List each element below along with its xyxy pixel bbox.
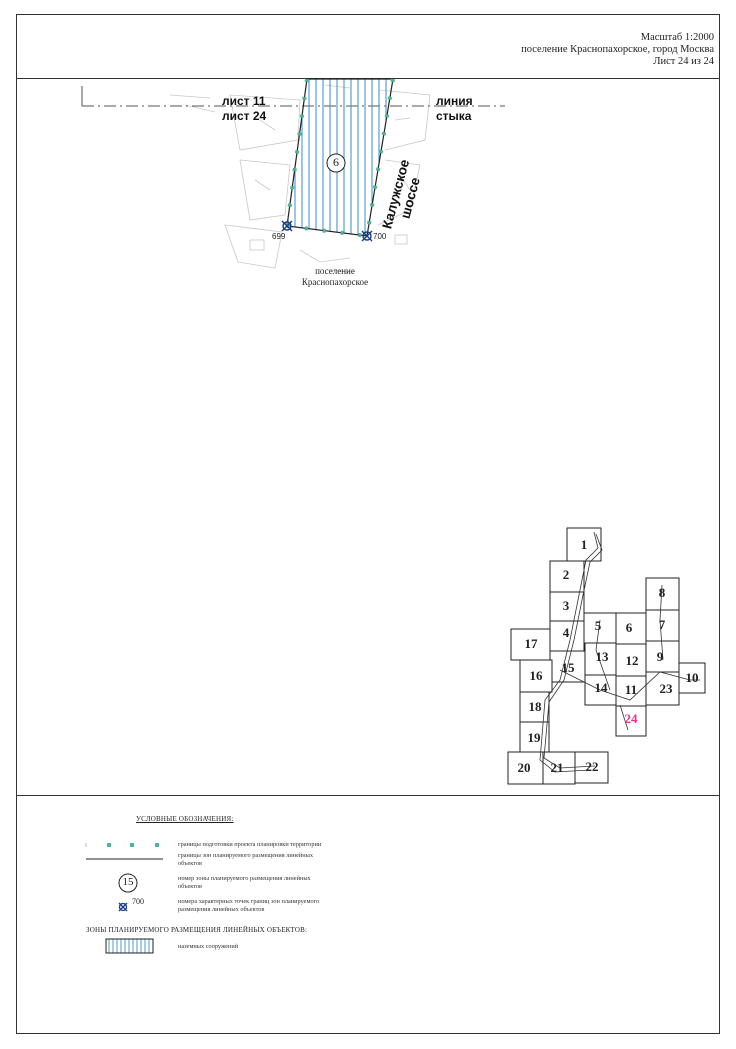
- index-sheet-20: 20: [517, 760, 531, 775]
- index-sheet-16: 16: [529, 668, 543, 683]
- sheet-header: Масштаб 1:2000 поселение Краснопахорское…: [521, 32, 714, 68]
- legend-point-marker: [118, 902, 128, 912]
- legend-item-points-2: размещения линейных объектов: [178, 905, 265, 913]
- index-sheet-9: 9: [656, 649, 664, 664]
- sheet-bottom-label: лист 24: [222, 109, 267, 123]
- index-map: [507, 527, 706, 785]
- legend-item-points: номера характерных точек границ зон план…: [178, 898, 319, 913]
- legend-zone-hatch-sample: [105, 938, 154, 954]
- legend-item-points-1: номера характерных точек границ зон план…: [178, 898, 320, 905]
- legend-item-zone-lines-2: объектов: [178, 859, 203, 867]
- legend-zone-number-sample: 15: [122, 876, 134, 888]
- index-sheet-5: 5: [594, 618, 602, 633]
- index-sheet-23: 23: [659, 681, 673, 696]
- base-map: [169, 84, 431, 273]
- index-sheet-4: 4: [562, 625, 570, 640]
- index-sheet-7: 7: [658, 617, 666, 632]
- location-text: поселение Краснопахорское, город Москва: [521, 44, 714, 55]
- legend-title: УСЛОВНЫЕ ОБОЗНАЧЕНИЯ:: [136, 815, 234, 823]
- sheet-number-text: Лист 24 из 24: [653, 56, 714, 67]
- index-sheet-12: 12: [625, 653, 639, 668]
- index-sheet-19: 19: [527, 730, 541, 745]
- zones-title: ЗОНЫ ПЛАНИРУЕМОГО РАЗМЕЩЕНИЯ ЛИНЕЙНЫХ ОБ…: [86, 926, 308, 934]
- legend-item-zone-number-1: номер зоны планируемого размещения линей…: [178, 875, 311, 882]
- legend-zone-number-circle: [118, 873, 138, 893]
- index-sheet-1: 1: [580, 537, 588, 552]
- index-sheet-24: 24: [624, 711, 638, 726]
- index-sheet-17: 17: [524, 636, 538, 651]
- sheet-top-label: лист 11: [222, 94, 266, 108]
- index-sheet-2: 2: [562, 567, 570, 582]
- legend-item-zone-lines: границы зон планируемого размещения лине…: [178, 852, 313, 867]
- index-sheet-22: 22: [585, 759, 599, 774]
- zone-number-label: 6: [333, 155, 339, 169]
- point-700-marker: [361, 230, 373, 242]
- index-sheet-11: 11: [624, 682, 638, 697]
- point-699-label: 699: [272, 232, 286, 241]
- index-sheet-13: 13: [595, 649, 609, 664]
- junction-label-1: линия: [436, 94, 473, 108]
- index-corridor-2: [543, 533, 603, 769]
- scale-text: Масштаб 1:2000: [640, 32, 714, 43]
- index-sheet-10: 10: [685, 670, 699, 685]
- sheet-frame: [16, 14, 720, 1034]
- project-boundary: [285, 78, 395, 238]
- legend-divider: [16, 795, 720, 796]
- legend-item-zone-lines-1: границы зон планируемого размещения лине…: [178, 852, 314, 859]
- legend-item-zone-number-2: объектов: [178, 882, 203, 890]
- index-sheet-21: 21: [550, 760, 564, 775]
- point-699-marker: [281, 220, 293, 232]
- legend-item-zone-number: номер зоны планируемого размещения линей…: [178, 875, 311, 890]
- legend-zone-ground: наземных сооружений: [178, 943, 239, 950]
- junction-label-2: стыка: [436, 109, 472, 123]
- index-sheet-3: 3: [562, 598, 570, 613]
- settlement-label-2: Краснопахорское: [301, 277, 369, 287]
- settlement-label: поселение Краснопахорское: [270, 266, 400, 288]
- legend-boundary-sample: [85, 843, 159, 847]
- point-700-label: 700: [373, 232, 387, 241]
- index-sheet-15: 15: [561, 660, 575, 675]
- settlement-label-1: поселение: [315, 266, 355, 276]
- index-sheet-14: 14: [594, 680, 608, 695]
- index-corridor: [539, 531, 700, 773]
- zone-number-circle: [326, 153, 346, 173]
- legend-item-boundary: границы подготовки проекта планировки те…: [178, 841, 322, 848]
- legend-point-sample-label: 700: [132, 897, 144, 906]
- index-sheet-6: 6: [625, 620, 633, 635]
- index-sheet-18: 18: [528, 699, 542, 714]
- index-sheet-8: 8: [658, 585, 666, 600]
